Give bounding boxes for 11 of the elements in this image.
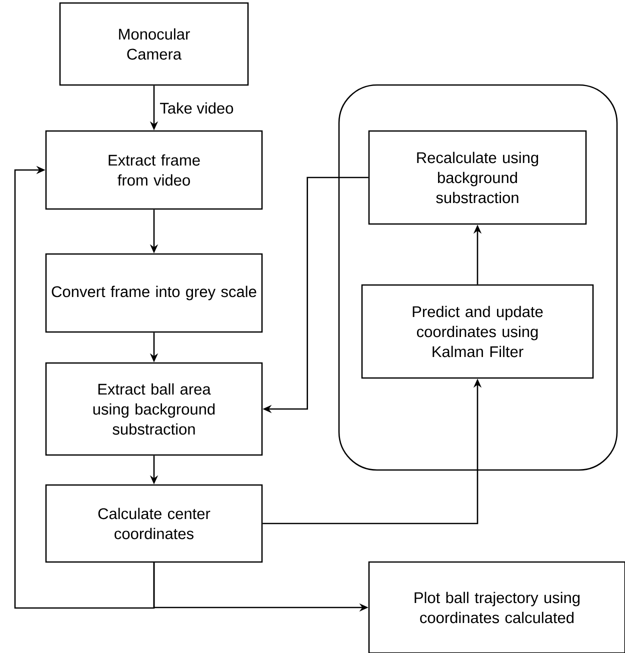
process-box: Monocular Camera [59,2,249,86]
process-box: Extract ball area using background substraction [45,362,263,456]
process-box: Convert frame into grey scale [45,253,263,333]
process-box: Recalculate using background substraction [368,130,587,225]
process-box: Calculate center coordinates [45,484,263,563]
process-box: Plot ball trajectory using coordinates calculated [368,561,625,653]
arrow [14,166,155,609]
group-container [338,84,618,471]
process-box: Predict and update coordinates using Kalman Filter [361,284,594,379]
process-box: Extract frame from video [45,130,263,210]
edge-label: Take video [158,101,235,115]
